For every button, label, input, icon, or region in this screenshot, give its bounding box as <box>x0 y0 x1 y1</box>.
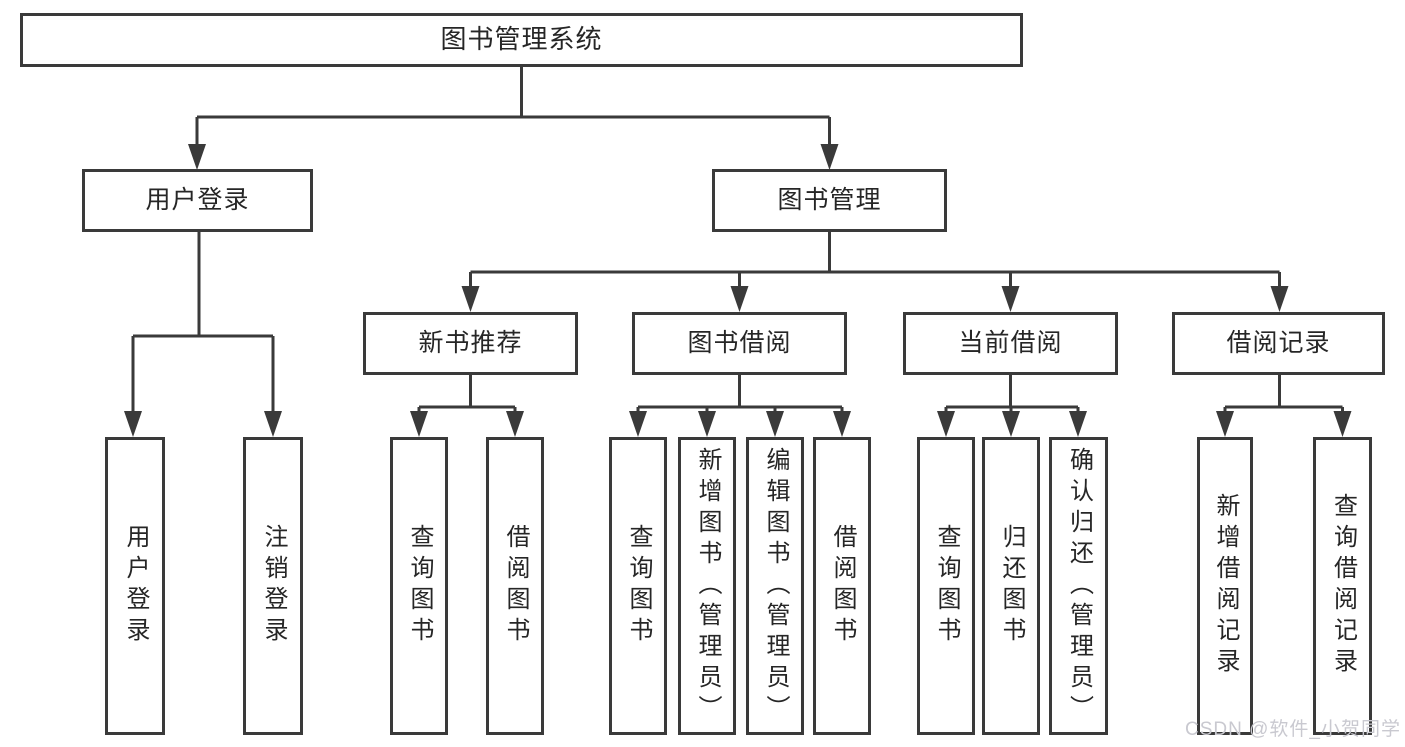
leaf-query-books-current: 查询图书 <box>917 437 975 735</box>
leaf-user-login: 用户登录 <box>105 437 165 735</box>
leaf-query-books-borrowing: 查询图书 <box>609 437 667 735</box>
leaf-query-books-recommend: 查询图书 <box>390 437 448 735</box>
leaf-borrow-books-recommend: 借阅图书 <box>486 437 544 735</box>
node-user-login: 用户登录 <box>82 169 313 232</box>
node-borrowing-records: 借阅记录 <box>1172 312 1385 375</box>
leaf-add-borrow-record: 新增借阅记录 <box>1197 437 1253 735</box>
node-new-book-recommendation: 新书推荐 <box>363 312 578 375</box>
node-book-management: 图书管理 <box>712 169 947 232</box>
leaf-confirm-return-admin: 确认归还（管理员） <box>1049 437 1108 735</box>
node-current-borrowing: 当前借阅 <box>903 312 1118 375</box>
leaf-edit-books-admin: 编辑图书（管理员） <box>746 437 804 735</box>
leaf-logout-login: 注销登录 <box>243 437 303 735</box>
leaf-borrow-books-borrowing: 借阅图书 <box>813 437 871 735</box>
node-library-management-system: 图书管理系统 <box>20 13 1023 67</box>
leaf-query-borrow-record: 查询借阅记录 <box>1313 437 1372 735</box>
node-book-borrowing: 图书借阅 <box>632 312 847 375</box>
leaf-add-books-admin: 新增图书（管理员） <box>678 437 736 735</box>
leaf-return-books: 归还图书 <box>982 437 1040 735</box>
